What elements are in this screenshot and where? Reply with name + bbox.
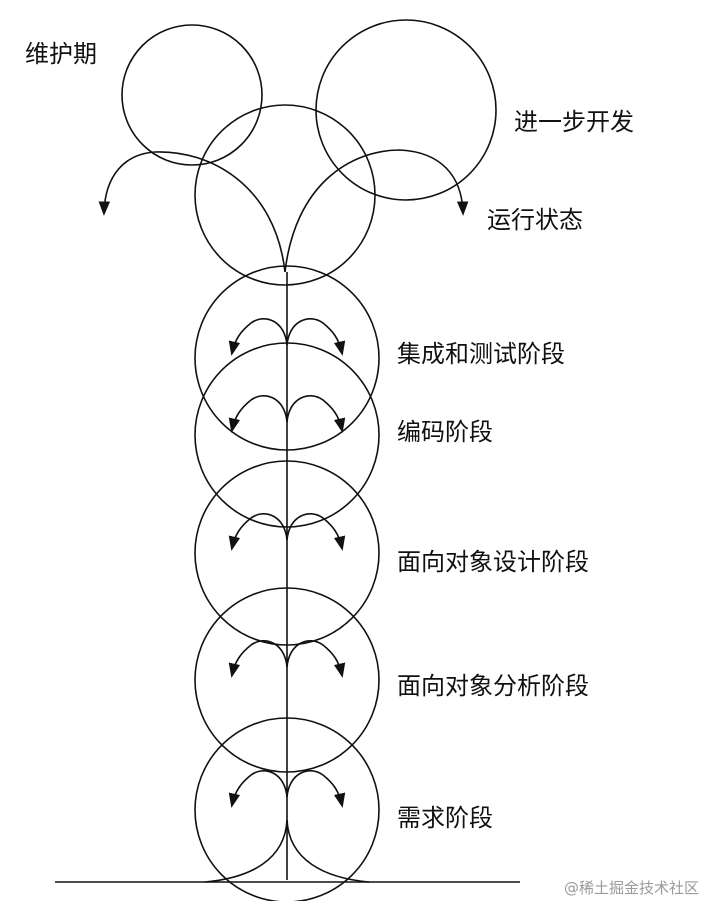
maintenance-arrow xyxy=(98,151,286,273)
label-oo-analysis: 面向对象分析阶段 xyxy=(397,672,589,700)
integration-test-right-arrow xyxy=(286,318,346,356)
base-curve-right xyxy=(286,819,370,883)
oo-analysis-left-arrow xyxy=(228,640,288,678)
label-requirements: 需求阶段 xyxy=(397,804,493,832)
watermark: @稀土掘金技术社区 xyxy=(564,879,699,897)
label-coding: 编码阶段 xyxy=(397,418,493,446)
requirements-left-arrow xyxy=(228,770,288,808)
operation-arrow xyxy=(284,149,469,273)
oo-analysis-right-arrow xyxy=(286,640,346,678)
coding-left-arrow xyxy=(228,395,288,433)
operation-circle xyxy=(194,104,376,286)
label-integration-test: 集成和测试阶段 xyxy=(397,340,565,368)
requirements-right-arrow xyxy=(286,770,346,808)
label-further-dev: 进一步开发 xyxy=(514,108,634,136)
further-dev-circle xyxy=(315,19,497,201)
integration-test-left-arrow xyxy=(228,318,288,356)
maintenance-circle xyxy=(121,24,263,166)
label-maintenance: 维护期 xyxy=(25,40,97,68)
oo-design-right-arrow xyxy=(286,513,346,551)
top-cluster xyxy=(98,19,497,286)
label-operation: 运行状态 xyxy=(487,206,583,234)
base-curve-left xyxy=(204,819,288,883)
coding-right-arrow xyxy=(286,395,346,433)
label-oo-design: 面向对象设计阶段 xyxy=(397,548,589,576)
oo-design-left-arrow xyxy=(228,513,288,551)
